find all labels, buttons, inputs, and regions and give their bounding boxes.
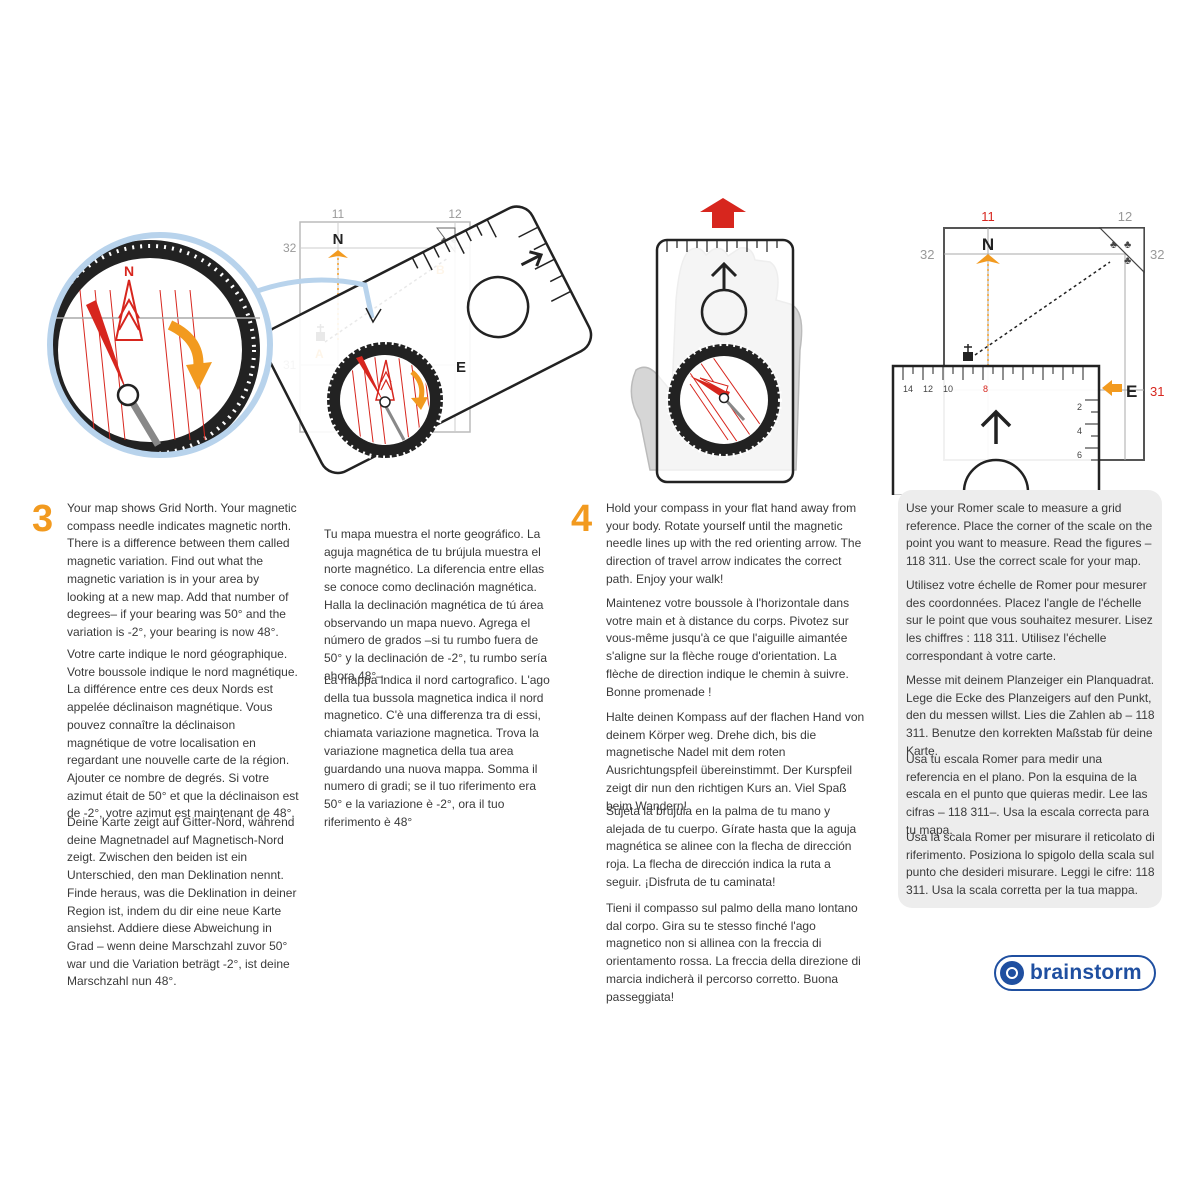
- step4-text-en: Hold your compass in your flat hand away…: [606, 501, 862, 586]
- scale-tick-14: 14: [903, 384, 913, 394]
- romer-illustration: 11 12 32 32 31 N ♣ ♣ ♣ 14 12 10 8 2 4 6: [891, 209, 1164, 495]
- romer-text-it: Usa la scala Romer per misurare il retic…: [906, 830, 1155, 898]
- needle-north-icon: [690, 376, 730, 400]
- scale-tick-12: 12: [923, 384, 933, 394]
- travel-arrow-icon: [710, 261, 738, 290]
- grid-north-arrow-icon: [976, 254, 1000, 264]
- grid-label-31: 31: [1150, 384, 1164, 399]
- brainstorm-logo: brainstorm: [994, 955, 1156, 991]
- scale-tick-8: 8: [983, 384, 988, 394]
- north-label: N: [982, 235, 994, 254]
- step3-text-en: Your map shows Grid North. Your magnetic…: [67, 501, 297, 639]
- brand-name: brainstorm: [1030, 961, 1142, 984]
- grid-label-11: 11: [981, 209, 995, 224]
- step4-text-de: Halte deinen Kompass auf der flachen Han…: [606, 710, 865, 813]
- romer-text-panel: [898, 490, 1162, 908]
- grid-label-32: 32: [283, 241, 297, 255]
- step3-text-it: La mappa indica il nord cartografico. L'…: [324, 673, 550, 829]
- romer-text-fr: Utilisez votre échelle de Romer pour mes…: [906, 578, 1153, 663]
- grid-north-arrow-icon: [328, 250, 348, 258]
- east-label: E: [1126, 382, 1137, 401]
- romer-text-es: Usa tu escala Romer para medir una refer…: [906, 752, 1150, 837]
- needle-north-icon: [356, 356, 384, 403]
- brainstorm-mark-icon: [1000, 961, 1024, 985]
- tree-symbols-icon: ♣ ♣ ♣: [1098, 227, 1145, 274]
- step-4-number: 4: [571, 498, 593, 540]
- north-label: N: [333, 231, 344, 248]
- east-label: E: [456, 359, 466, 376]
- step3-illustration: 11 12 32 31 ♣ ♣ N A B E: [47, 205, 593, 475]
- grid-label-32-right: 32: [1150, 247, 1164, 262]
- step4-illustration: [630, 198, 803, 484]
- church-icon: [963, 344, 973, 361]
- grid-label-32-left: 32: [920, 247, 934, 262]
- scale-tick-2: 2: [1077, 402, 1082, 412]
- svg-text:♣: ♣: [441, 235, 447, 245]
- grid-label-11: 11: [332, 207, 345, 221]
- grid-label-12: 12: [448, 207, 462, 221]
- direction-arrow-icon: [700, 198, 746, 228]
- step3-text-fr: Votre carte indique le nord géographique…: [67, 647, 299, 821]
- compass-dial: [324, 339, 446, 461]
- svg-text:♣: ♣: [1110, 239, 1117, 251]
- step4-text-it: Tieni il compasso sul palmo della mano l…: [606, 901, 861, 1004]
- svg-text:N: N: [124, 263, 134, 279]
- scale-tick-4: 4: [1077, 426, 1082, 436]
- svg-text:♣: ♣: [1124, 255, 1131, 267]
- step4-text-fr: Maintenez votre boussole à l'horizontale…: [606, 596, 850, 699]
- grid-label-12: 12: [1118, 209, 1132, 224]
- step3-text-es: Tu mapa muestra el norte geográfico. La …: [324, 527, 548, 683]
- svg-text:♣: ♣: [1124, 239, 1131, 251]
- zoom-detail: N: [47, 232, 273, 458]
- step3-text-de: Deine Karte zeigt auf Gitter-Nord, währe…: [67, 815, 297, 989]
- step4-text-es: Sujeta la brújula en la palma de tu mano…: [606, 804, 857, 889]
- step-3-number: 3: [32, 498, 54, 540]
- rotate-arrow-icon: [411, 397, 428, 410]
- scale-tick-6: 6: [1077, 450, 1082, 460]
- romer-text-en: Use your Romer scale to measure a grid r…: [906, 501, 1153, 569]
- travel-arrow-icon: [980, 409, 1012, 444]
- scale-tick-10: 10: [943, 384, 953, 394]
- east-arrow-icon: [1102, 380, 1122, 396]
- romer-text-de: Messe mit deinem Planzeiger ein Planquad…: [906, 673, 1155, 758]
